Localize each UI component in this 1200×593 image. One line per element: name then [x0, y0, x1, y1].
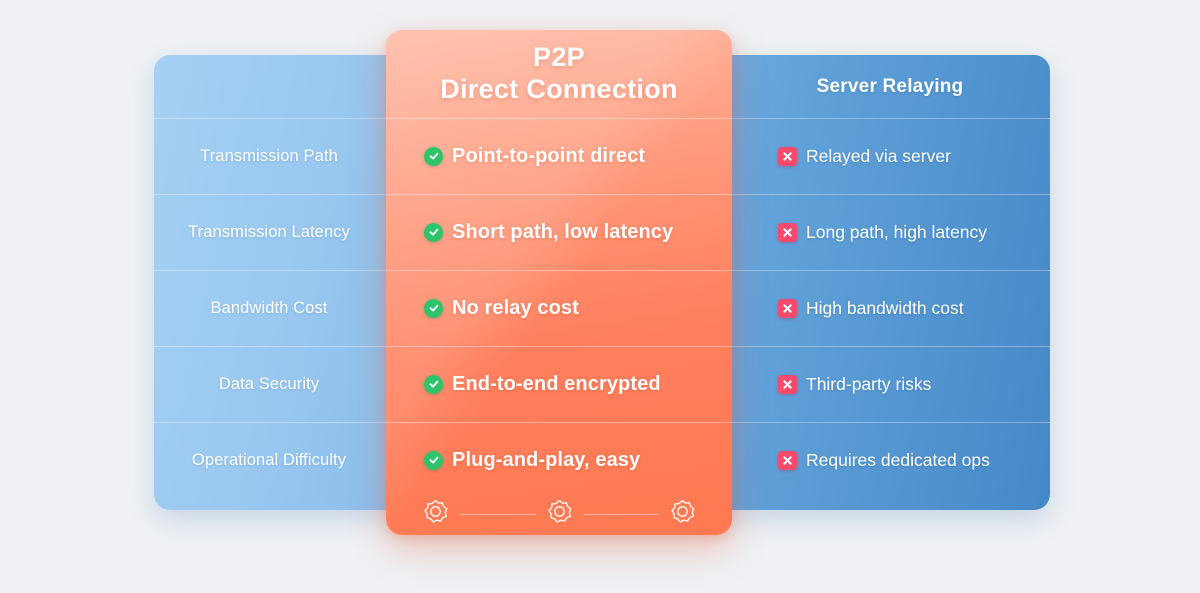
table-header-row: Server Relaying: [154, 55, 1050, 118]
row-label: Data Security: [218, 374, 320, 393]
check-circle-icon: [424, 450, 443, 470]
highlight-column-content: P2P Direct Connection Point-to-point dir…: [386, 30, 732, 535]
cross-square-icon: [778, 450, 797, 470]
highlight-row: Plug-and-play, easy: [386, 422, 732, 498]
compare-column-title: Server Relaying: [816, 75, 964, 97]
row-label: Operational Difficulty: [191, 450, 347, 469]
gear-chain-decoration: [386, 498, 732, 535]
table-row: Data Security Third-party risks: [154, 346, 1050, 422]
highlight-row-text: Plug-and-play, easy: [452, 448, 641, 471]
cross-square-icon: [778, 298, 797, 318]
relay-cell-text: Relayed via server: [806, 145, 951, 166]
highlight-row-text: End-to-end encrypted: [452, 372, 661, 395]
highlight-row-text: Short path, low latency: [452, 220, 674, 243]
row-label: Transmission Path: [200, 146, 338, 165]
check-circle-icon: [424, 298, 443, 318]
relay-cell-text: Third-party risks: [806, 373, 932, 394]
highlight-row-text: Point-to-point direct: [452, 144, 646, 167]
gear-icon: [546, 498, 573, 530]
relay-cell-text: Long path, high latency: [806, 221, 987, 242]
cross-square-icon: [778, 222, 797, 242]
highlight-title-line1: P2P: [533, 42, 585, 72]
highlight-row: End-to-end encrypted: [386, 346, 732, 422]
relay-cell: Long path, high latency: [730, 194, 1050, 270]
row-label-header: [154, 55, 384, 118]
highlight-column-header: P2P Direct Connection: [386, 30, 732, 118]
row-label: Bandwidth Cost: [210, 298, 328, 317]
relay-cell: Third-party risks: [730, 346, 1050, 422]
check-circle-icon: [424, 146, 443, 166]
check-circle-icon: [424, 222, 443, 242]
highlight-row: Point-to-point direct: [386, 118, 732, 194]
gear-connector-line: [582, 513, 659, 515]
relay-cell: Relayed via server: [730, 118, 1050, 194]
highlight-row: Short path, low latency: [386, 194, 732, 270]
relay-cell-text: Requires dedicated ops: [806, 449, 990, 470]
highlight-column-card: P2P Direct Connection Point-to-point dir…: [386, 30, 732, 535]
check-circle-icon: [424, 374, 443, 394]
highlight-title-line2: Direct Connection: [440, 74, 678, 104]
relay-cell-text: High bandwidth cost: [806, 297, 964, 318]
gear-connector-line: [459, 513, 536, 515]
row-label: Transmission Latency: [188, 222, 350, 241]
cross-square-icon: [778, 374, 797, 394]
relay-cell: Requires dedicated ops: [730, 422, 1050, 498]
cross-square-icon: [778, 146, 797, 166]
highlight-row-text: No relay cost: [452, 296, 579, 319]
gear-icon: [422, 498, 449, 530]
highlight-row: No relay cost: [386, 270, 732, 346]
comparison-grid: Server Relaying Transmission Path Relaye…: [154, 55, 1050, 510]
relay-cell: High bandwidth cost: [730, 270, 1050, 346]
gear-icon: [669, 498, 696, 530]
